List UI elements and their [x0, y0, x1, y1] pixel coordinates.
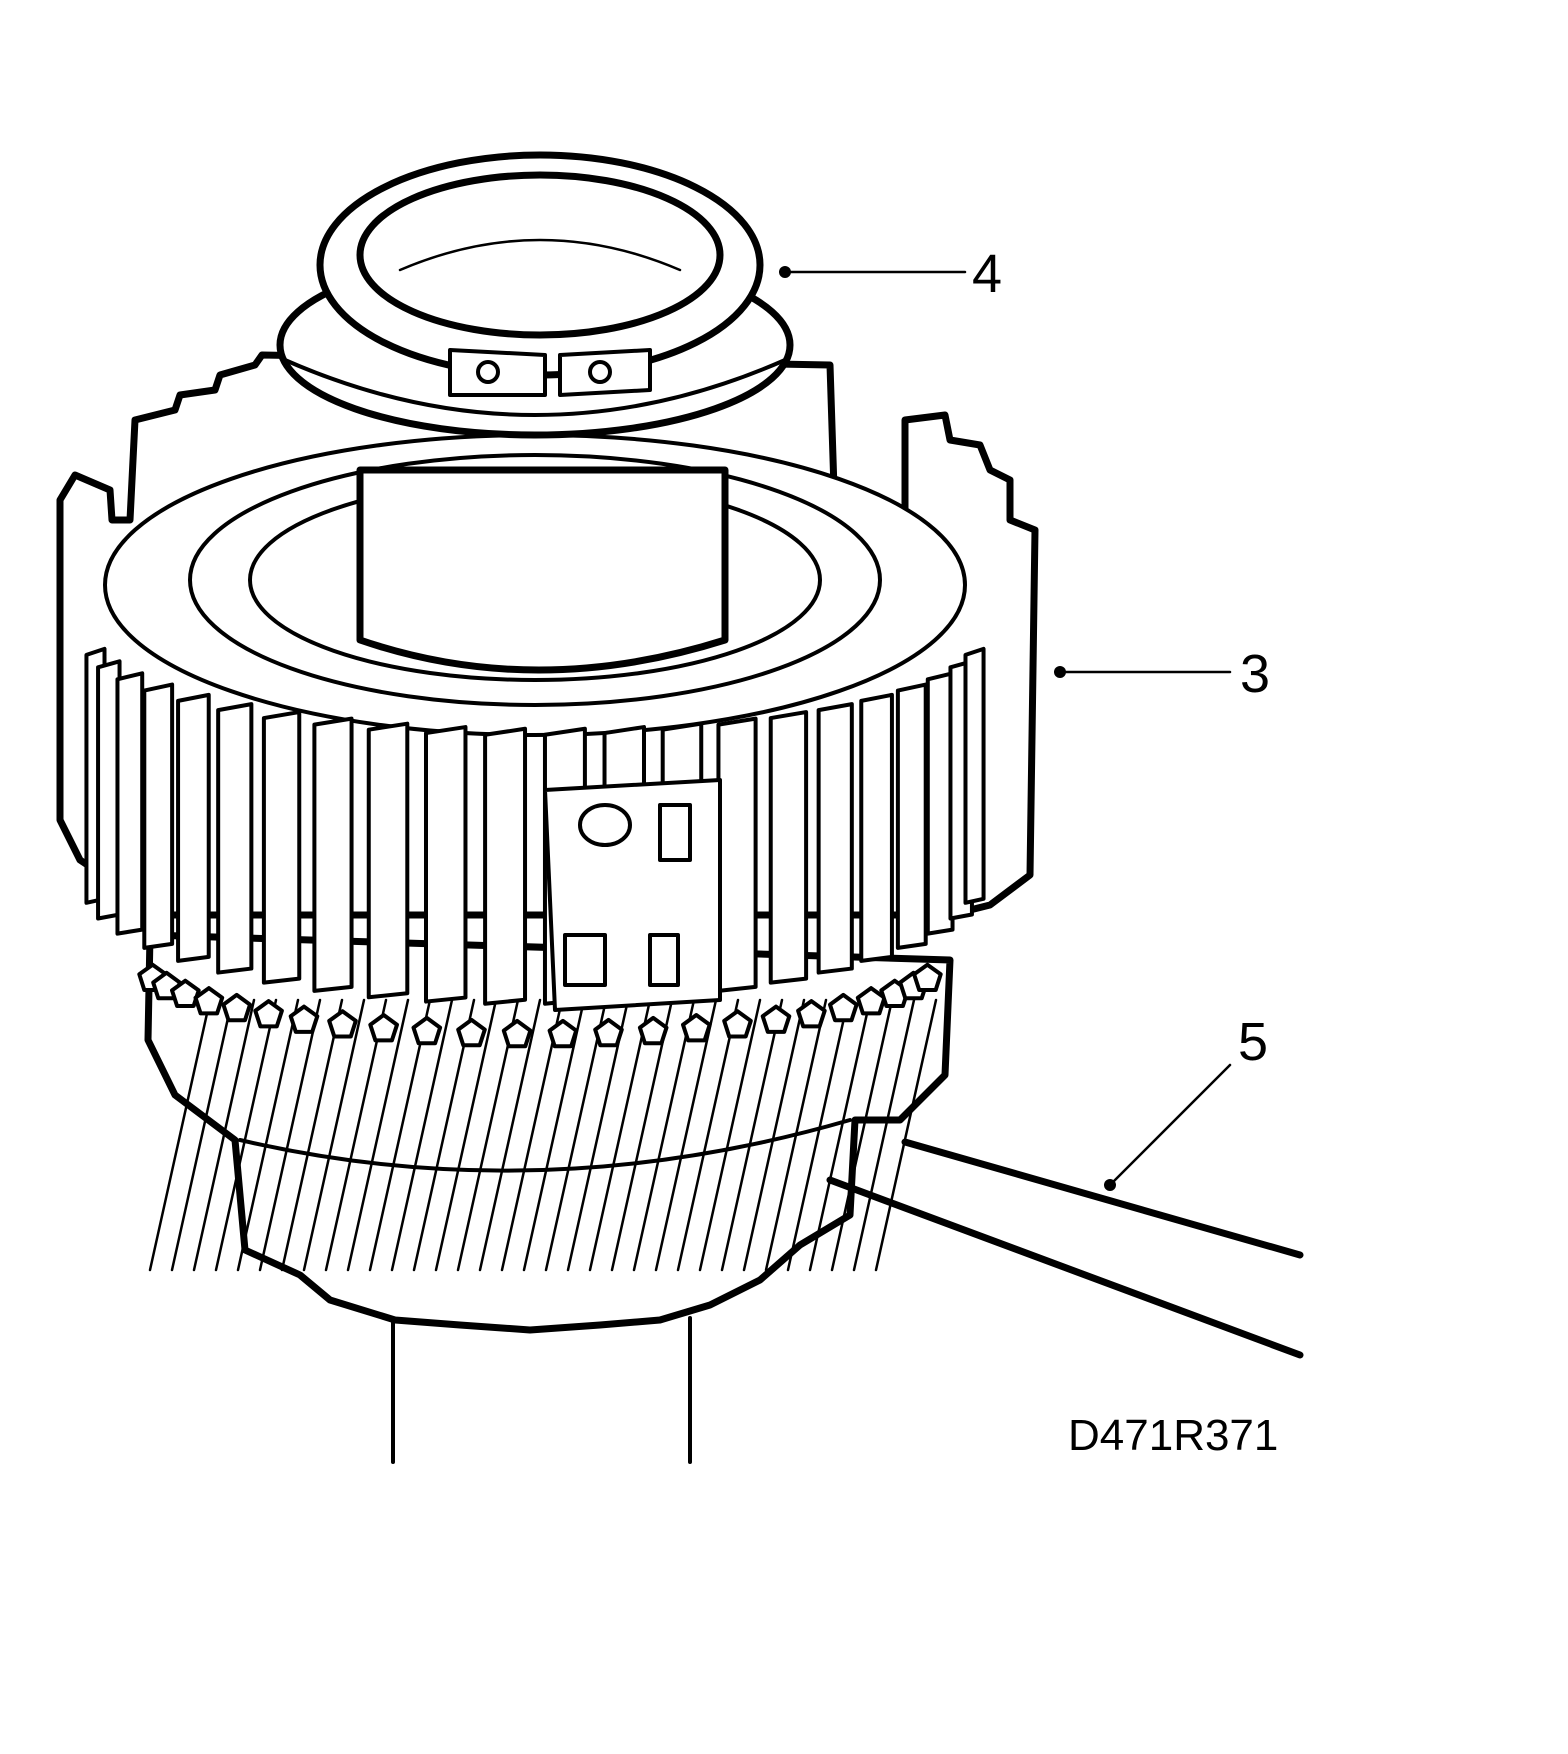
- sleeve-spline: [768, 710, 809, 985]
- cone-dog: [912, 962, 943, 992]
- cone-dog: [193, 986, 225, 1016]
- cone-dog: [547, 1018, 579, 1049]
- sleeve-spline: [176, 692, 211, 963]
- snap-ring-hole-right: [588, 360, 612, 384]
- sleeve-spline: [963, 646, 986, 905]
- cone-dog: [796, 999, 827, 1029]
- pry-tool: [826, 1138, 1304, 1359]
- helical-gear: [137, 931, 954, 1464]
- gear-tooth: [830, 998, 894, 1272]
- gear-tooth: [390, 998, 454, 1272]
- sleeve-spline: [483, 726, 528, 1006]
- figure-code: D471R371: [1068, 1411, 1278, 1460]
- gear-tooth: [544, 998, 608, 1272]
- gear-tooth: [170, 998, 234, 1272]
- sleeve-spline: [816, 702, 854, 975]
- cone-dog: [637, 1015, 669, 1046]
- gear-tooth: [852, 998, 916, 1272]
- sleeve-spline: [424, 725, 468, 1004]
- gear-tooth: [654, 998, 718, 1272]
- cone-dog: [288, 1004, 320, 1034]
- gear-tooth: [632, 998, 696, 1272]
- sleeve-spline: [925, 671, 955, 936]
- gear-tooth: [676, 998, 740, 1272]
- gear-tooth: [698, 998, 762, 1272]
- sleeve-spline: [261, 710, 302, 985]
- gear-tooth: [874, 998, 938, 1272]
- snap-ring-inner-edge: [398, 238, 682, 272]
- cone-dog: [253, 999, 284, 1029]
- synchro-cone-blocks: [137, 962, 943, 1049]
- cone-dog: [327, 1009, 358, 1039]
- callout-5-leader: [1108, 1063, 1232, 1187]
- cone-dog: [221, 992, 252, 1023]
- cone-dog: [368, 1013, 399, 1043]
- gear-tooth: [808, 998, 872, 1272]
- sleeve-spline: [366, 721, 410, 1000]
- sleeve-spline: [716, 716, 758, 993]
- gear-tooth: [478, 998, 542, 1272]
- gear-tooth: [588, 998, 652, 1272]
- gear-mid-edge: [238, 1118, 852, 1173]
- gear-tooth: [742, 998, 806, 1272]
- sleeve-spline: [859, 692, 894, 963]
- cone-dog: [456, 1017, 487, 1048]
- cone-dog: [760, 1004, 792, 1034]
- cone-dog: [681, 1013, 712, 1043]
- detent-spring-block: [658, 803, 692, 862]
- gear-tooth: [236, 998, 300, 1272]
- gear-tooth: [214, 998, 278, 1272]
- gear-tooth: [434, 998, 498, 1272]
- synchronizer-hub: [56, 351, 1039, 1012]
- pry-tool-upper-edge: [901, 1138, 1304, 1259]
- hub-key-left: [563, 933, 607, 987]
- cone-dog: [411, 1015, 443, 1046]
- pry-tool-lower-edge: [826, 1176, 1304, 1359]
- gear-tooth: [522, 998, 586, 1272]
- gear-tooth: [192, 998, 256, 1272]
- cone-dog: [722, 1009, 753, 1039]
- cone-dog: [828, 992, 859, 1023]
- sleeve-spline: [312, 716, 354, 993]
- gear-tooth: [346, 998, 410, 1272]
- sleeve-spline: [142, 682, 175, 950]
- callout-3-label: 3: [1240, 644, 1270, 704]
- gear-tooth: [500, 998, 564, 1272]
- bushing-collar: [356, 466, 729, 674]
- snap-ring-hole-left: [476, 360, 500, 384]
- snap-ring: [316, 151, 764, 397]
- detent-ball: [578, 803, 632, 847]
- gear-tooth: [720, 998, 784, 1272]
- cone-dog: [170, 978, 201, 1008]
- gear-tooth: [258, 998, 322, 1272]
- gear-tooth: [280, 998, 344, 1272]
- gear-tooth: [148, 998, 212, 1272]
- sleeve-spline: [895, 682, 928, 950]
- sleeve-spline: [216, 702, 254, 975]
- hub-key-right: [648, 933, 680, 987]
- helical-gear-teeth: [148, 998, 938, 1272]
- cone-dog: [501, 1018, 533, 1049]
- cone-dog: [593, 1017, 624, 1048]
- sleeve-spline: [115, 671, 145, 936]
- callout-4-label: 4: [972, 244, 1002, 304]
- gear-tooth: [302, 998, 366, 1272]
- callout-5-label: 5: [1238, 1012, 1268, 1072]
- callout-leaders: [779, 266, 1232, 1191]
- gear-tooth: [324, 998, 388, 1272]
- thrust-washer-edge: [283, 358, 787, 417]
- gear-tooth: [786, 998, 850, 1272]
- snap-ring-inner: [356, 171, 724, 339]
